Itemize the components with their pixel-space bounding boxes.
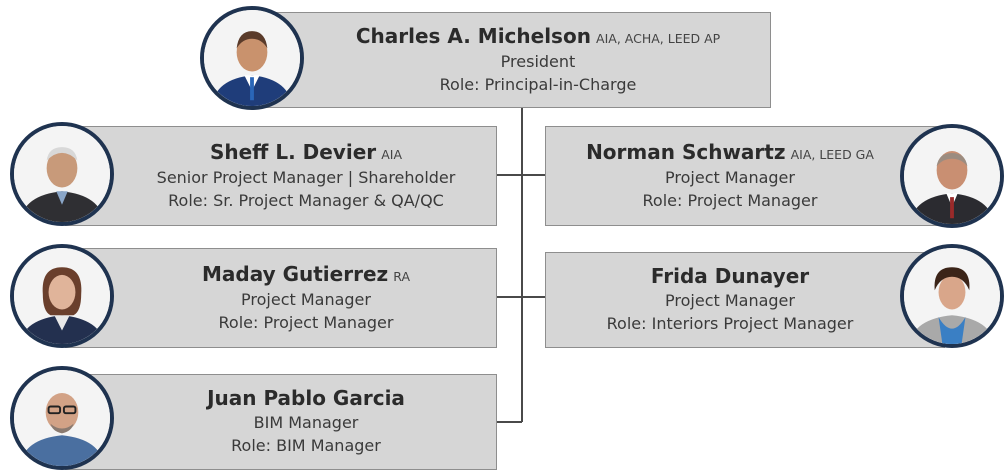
person-credentials: AIA, LEED GA	[790, 146, 874, 162]
org-card-devier: Sheff L. Devier AIA Senior Project Manag…	[65, 126, 497, 226]
person-credentials: AIA	[381, 146, 403, 162]
person-name: Juan Pablo Garcia	[207, 386, 405, 410]
connector-gutierrez	[497, 296, 545, 298]
person-name: Norman Schwartz	[586, 139, 786, 164]
person-role: Role: Project Manager	[218, 312, 394, 332]
person-title: President	[500, 51, 576, 71]
person-title: Project Manager	[665, 291, 795, 310]
org-card-schwartz: Norman Schwartz AIA, LEED GA Project Man…	[545, 126, 945, 226]
person-name: Maday Gutierrez	[202, 261, 389, 286]
person-role: Role: Sr. Project Manager & QA/QC	[168, 190, 444, 210]
org-card-gutierrez: Maday Gutierrez RA Project Manager Role:…	[65, 248, 497, 348]
person-role: Role: Interiors Project Manager	[606, 314, 854, 333]
person-credentials: AIA, ACHA, LEED AP	[596, 30, 721, 46]
connector-devier	[497, 174, 545, 176]
schwartz-photo	[900, 124, 1004, 228]
michelson-photo	[200, 6, 304, 110]
person-role: Role: Project Manager	[642, 190, 818, 210]
org-card-garcia: Juan Pablo Garcia BIM Manager Role: BIM …	[65, 374, 497, 470]
person-name: Frida Dunayer	[650, 264, 810, 288]
person-name: Charles A. Michelson	[355, 23, 591, 48]
person-title: Senior Project Manager | Shareholder	[156, 167, 456, 187]
org-card-dunayer: Frida Dunayer Project Manager Role: Inte…	[545, 252, 945, 348]
trunk-line	[521, 108, 523, 422]
dunayer-photo	[900, 244, 1004, 348]
person-title: BIM Manager	[253, 413, 359, 432]
person-role: Role: Principal-in-Charge	[439, 74, 637, 94]
person-credentials: RA	[393, 268, 410, 284]
org-card-michelson: Charles A. Michelson AIA, ACHA, LEED AP …	[265, 12, 771, 108]
gutierrez-photo	[10, 244, 114, 348]
person-role: Role: BIM Manager	[231, 436, 381, 455]
person-name: Sheff L. Devier	[209, 139, 377, 164]
connector-garcia	[497, 421, 522, 423]
person-title: Project Manager	[665, 167, 795, 187]
devier-photo	[10, 122, 114, 226]
person-title: Project Manager	[241, 289, 371, 309]
garcia-photo	[10, 366, 114, 470]
